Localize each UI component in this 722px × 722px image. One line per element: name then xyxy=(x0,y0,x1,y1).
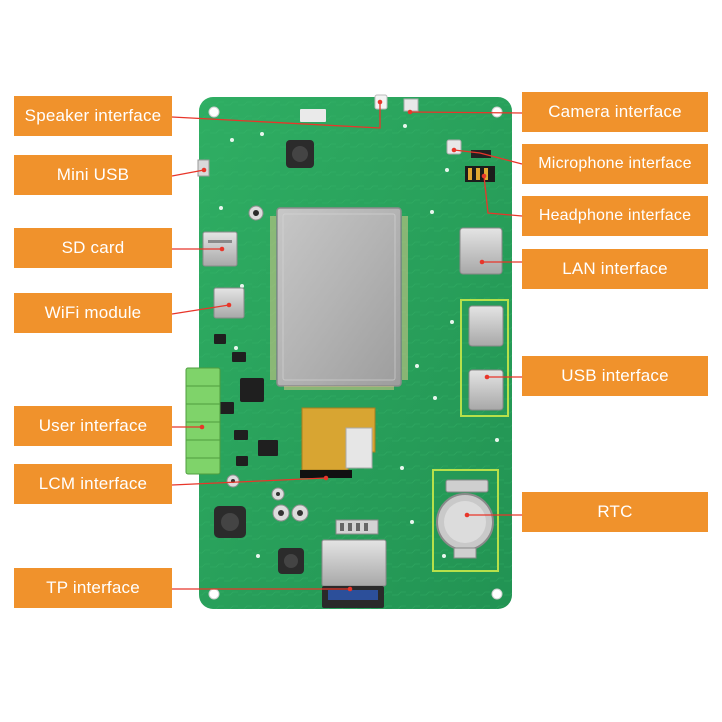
leader-camera xyxy=(409,111,523,114)
label-lan-interface: LAN interface xyxy=(522,249,708,289)
leader-speaker xyxy=(171,102,381,129)
label-microphone-interface: Microphone interface xyxy=(522,144,708,184)
label-sd-card: SD card xyxy=(14,228,172,268)
label-tp-interface: TP interface xyxy=(14,568,172,608)
label-rtc: RTC xyxy=(522,492,708,532)
label-speaker-interface: Speaker interface xyxy=(14,96,172,136)
leader-microphone xyxy=(453,149,523,165)
leader-headphone xyxy=(483,175,523,217)
label-usb-interface: USB interface xyxy=(522,356,708,396)
leader-wifi xyxy=(171,304,230,315)
leader-lcm xyxy=(171,477,327,486)
label-user-interface: User interface xyxy=(14,406,172,446)
label-lcm-interface: LCM interface xyxy=(14,464,172,504)
leader-mini-usb xyxy=(171,169,205,177)
label-wifi-module: WiFi module xyxy=(14,293,172,333)
label-headphone-interface: Headphone interface xyxy=(522,196,708,236)
label-mini-usb: Mini USB xyxy=(14,155,172,195)
label-camera-interface: Camera interface xyxy=(522,92,708,132)
